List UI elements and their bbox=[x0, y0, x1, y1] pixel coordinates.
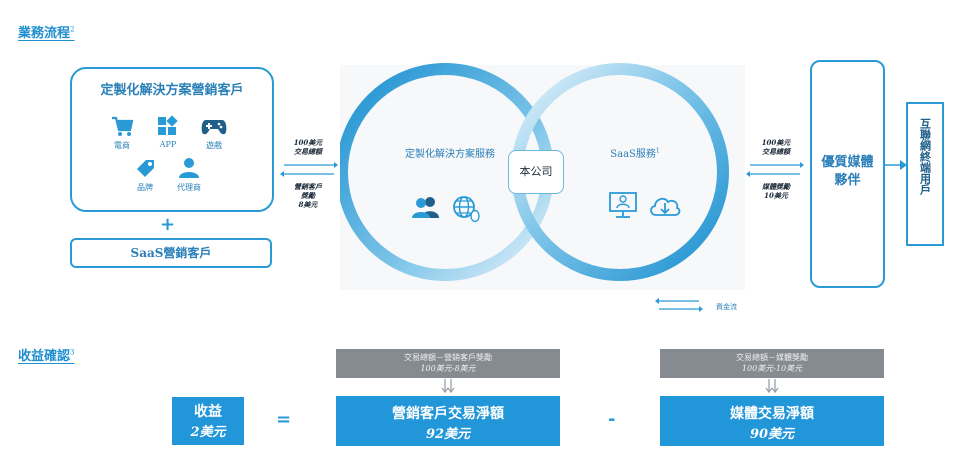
person-icon bbox=[179, 158, 199, 178]
end-users-text: 互聯網終端用戶 bbox=[918, 118, 932, 195]
customer-net-box: 營銷客戶交易淨額 92美元 bbox=[336, 396, 560, 446]
left-flow-top-line2: 交易總額 bbox=[294, 147, 322, 156]
left-flow-arrows bbox=[280, 162, 338, 177]
customer-net-note-line1: 交易總額－營銷客戶獎勵 bbox=[404, 353, 492, 362]
saas-service-text: SaaS服務 bbox=[610, 149, 656, 160]
right-flow-top-line1: 100美元 bbox=[761, 138, 791, 147]
right-flow-bottom-label: 媒體獎勵 10美元 bbox=[748, 182, 804, 200]
media-net-note: 交易總額－媒體獎勵 100美元-10美元 bbox=[660, 349, 884, 378]
right-flow-top-label: 100美元 交易總額 bbox=[748, 138, 804, 156]
customized-customers-title: 定製化解決方案營銷客戶 bbox=[100, 83, 244, 98]
media-partner-label: 優質媒體 夥伴 bbox=[812, 154, 883, 190]
media-partner-line1: 優質媒體 bbox=[821, 155, 874, 170]
minus-sign: - bbox=[608, 409, 616, 430]
left-flow-bottom-line1: 營銷客戶 bbox=[294, 182, 322, 191]
customer-net-note-line2: 100美元-8美元 bbox=[420, 364, 476, 373]
category-label: APP bbox=[159, 140, 177, 149]
media-net-box: 媒體交易淨額 90美元 bbox=[660, 396, 884, 446]
revenue-box-label: 收益 bbox=[194, 404, 222, 420]
category-app: APP bbox=[138, 115, 198, 149]
right-flow-top-line2: 交易總額 bbox=[762, 147, 790, 156]
media-down-arrows bbox=[765, 379, 779, 394]
left-flow-bottom-line2: 獎勵 bbox=[301, 191, 315, 200]
revenue-title: 收益確認3 bbox=[18, 345, 74, 364]
users-group-icon bbox=[412, 197, 439, 218]
cloud-download-icon bbox=[650, 197, 681, 216]
business-flow-title-text: 業務流程 bbox=[18, 26, 71, 41]
media-partner-line2: 夥伴 bbox=[834, 173, 861, 188]
right-flow-arrows bbox=[746, 162, 804, 177]
company-box: 本公司 bbox=[508, 150, 564, 194]
monitor-user-icon bbox=[609, 192, 637, 218]
customer-net-label: 營銷客戶交易淨額 bbox=[392, 406, 504, 422]
fund-flow-legend-arrows bbox=[655, 298, 703, 312]
customized-service-label: 定製化解決方案服務 bbox=[405, 149, 495, 160]
business-flow-title-footnote: 2 bbox=[70, 25, 75, 34]
revenue-box: 收益 2美元 bbox=[172, 397, 244, 445]
revenue-box-value: 2美元 bbox=[190, 425, 226, 440]
right-flow-bottom-line1: 媒體獎勵 bbox=[762, 182, 790, 191]
saas-customers-box: SaaS營銷客戶 bbox=[70, 238, 272, 268]
category-brand: 品牌 bbox=[115, 157, 175, 193]
media-partner-box: 優質媒體 夥伴 bbox=[810, 60, 885, 288]
category-label: 電商 bbox=[114, 141, 130, 150]
customized-customers-box: 定製化解決方案營銷客戶 電商 APP 遊戲 bbox=[70, 67, 274, 212]
media-net-note-line1: 交易總額－媒體獎勵 bbox=[736, 353, 808, 362]
tag-icon bbox=[137, 160, 154, 177]
category-agency: 代理商 bbox=[159, 157, 219, 193]
left-flow-top-label: 100美元 交易總額 bbox=[282, 138, 334, 156]
category-ecommerce: 電商 bbox=[92, 115, 152, 151]
category-games: 遊戲 bbox=[184, 115, 244, 151]
gamepad-icon bbox=[201, 120, 227, 135]
revenue-title-text: 收益確認 bbox=[18, 349, 71, 364]
app-grid-icon bbox=[158, 115, 178, 135]
media-net-value: 90美元 bbox=[749, 427, 795, 442]
media-net-label: 媒體交易淨額 bbox=[730, 406, 814, 422]
customer-down-arrows bbox=[441, 379, 455, 394]
business-flow-title: 業務流程2 bbox=[18, 22, 74, 41]
to-users-arrow bbox=[885, 160, 907, 170]
category-label: 品牌 bbox=[137, 183, 153, 192]
plus-sign: + bbox=[160, 214, 176, 235]
left-flow-bottom-label: 營銷客戶 獎勵 8美元 bbox=[282, 182, 334, 209]
end-users-label: 互聯網終端用戶 bbox=[908, 118, 942, 195]
fund-flow-label: 資金流 bbox=[716, 303, 737, 311]
media-net-note-line2: 100美元-10美元 bbox=[741, 364, 803, 373]
saas-service-label: SaaS服務1 bbox=[595, 145, 675, 160]
globe-pointer-icon bbox=[453, 196, 480, 223]
revenue-title-footnote: 3 bbox=[70, 348, 75, 357]
left-flow-bottom-line3: 8美元 bbox=[298, 200, 318, 209]
left-flow-top-line1: 100美元 bbox=[293, 138, 323, 147]
customer-net-note: 交易總額－營銷客戶獎勵 100美元-8美元 bbox=[336, 349, 560, 378]
cart-icon bbox=[112, 116, 134, 136]
right-flow-bottom-line2: 10美元 bbox=[764, 191, 788, 200]
end-users-box: 互聯網終端用戶 bbox=[906, 102, 944, 246]
saas-service-footnote: 1 bbox=[655, 147, 660, 155]
equals-sign: = bbox=[276, 409, 292, 430]
category-label: 遊戲 bbox=[206, 141, 222, 150]
customer-net-value: 92美元 bbox=[425, 427, 471, 442]
category-label: 代理商 bbox=[177, 183, 201, 192]
